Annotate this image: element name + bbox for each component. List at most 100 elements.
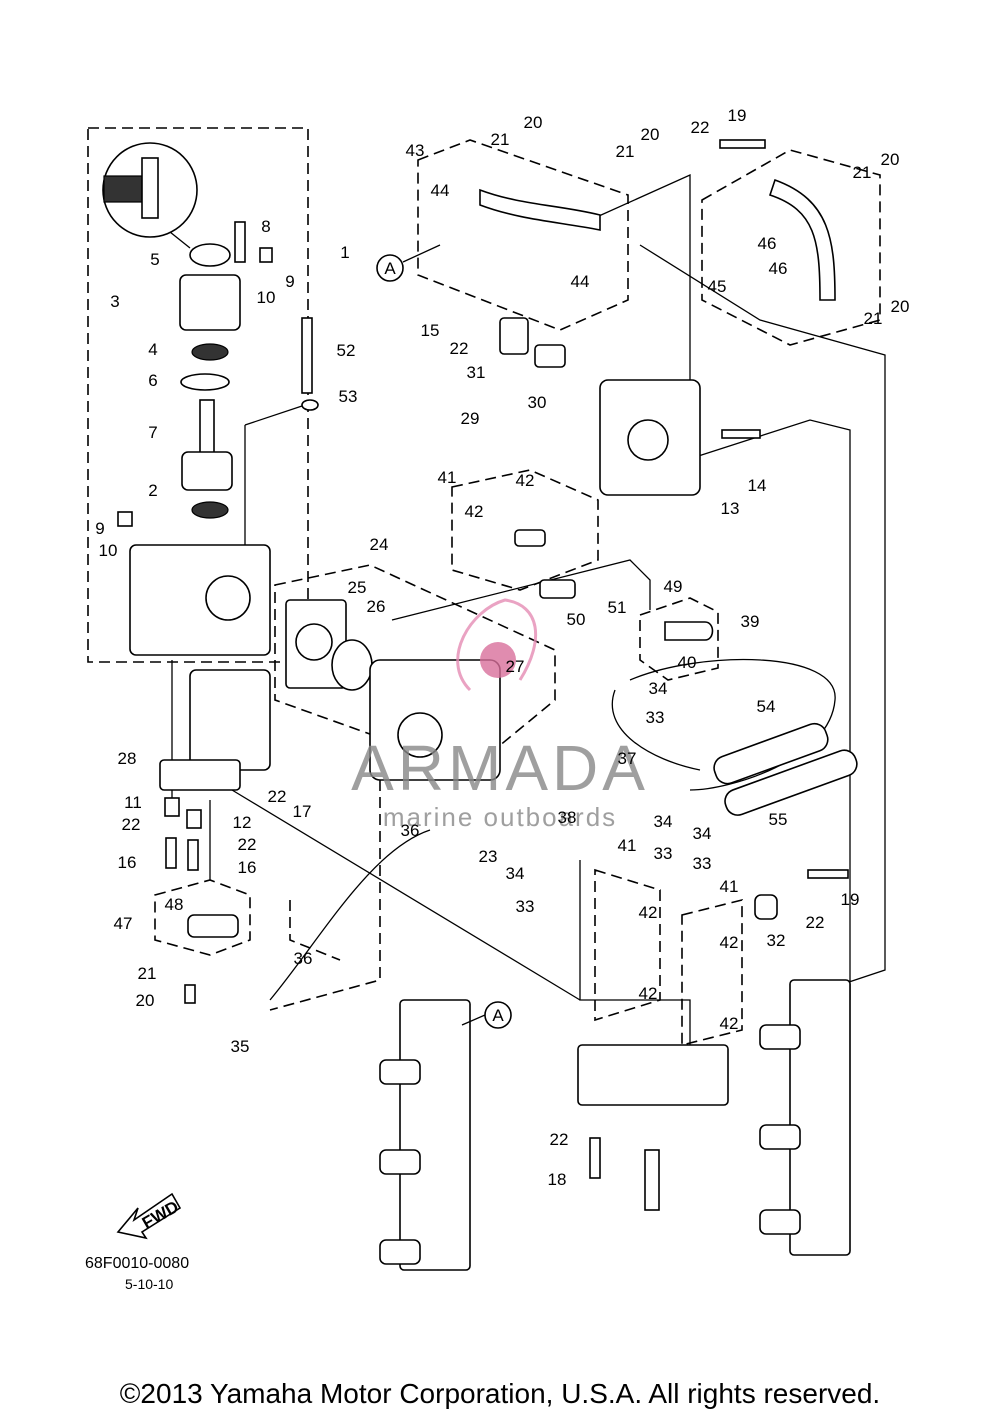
bolt-part-20-lower [184,984,196,1004]
callout-16: 16 [118,853,137,872]
detail-magnifier [102,142,198,249]
bolt-part-52 [301,317,313,394]
armada-watermark: ARMADA marine outboards [351,598,645,832]
magnifier-stud [141,157,159,219]
bracket-base-part-28 [159,759,241,791]
fuel-pump-part-27-port [397,712,443,758]
bolt-part-19-upper [719,139,766,149]
reference-marker-top-label: A [384,259,396,278]
callout-46-2: 46 [769,259,788,278]
valve-part-29 [534,344,566,368]
washer-part-53 [301,399,319,411]
callout-6: 6 [148,371,157,390]
callout-30: 30 [528,393,547,412]
callout-31: 31 [467,363,486,382]
callout-34-3: 34 [693,824,712,843]
callout-44: 44 [431,181,450,200]
reference-marker-bottom-leader [461,1014,486,1026]
shaft-part-7 [199,399,215,461]
callout-32: 32 [767,931,786,950]
injector-right-2 [759,1124,801,1150]
injector-left-3 [379,1239,421,1265]
pipe-part-45 [768,178,836,301]
callout-22-4: 22 [122,815,141,834]
callout-10: 10 [257,288,276,307]
callout-18: 18 [548,1170,567,1189]
vapor-separator-port [627,419,669,461]
bolt-part-8 [234,221,246,263]
callout-35: 35 [231,1037,250,1056]
oil-seal-part-5 [189,243,231,267]
callout-5: 5 [150,250,159,269]
callout-42: 42 [465,502,484,521]
o-ring-part-6 [180,373,230,391]
callout-22-6: 22 [806,913,825,932]
callout-53: 53 [339,387,358,406]
callout-39: 39 [741,612,760,631]
fuel-rail-right [789,979,851,1256]
callout-29: 29 [461,409,480,428]
tx-symbol-icon [103,175,143,203]
callout-19-2: 19 [841,890,860,909]
callout-46: 46 [758,234,777,253]
callout-22-3: 22 [268,787,287,806]
bolt-part-18 [589,1137,601,1179]
callout-27: 27 [506,657,525,676]
callout-24: 24 [370,535,389,554]
watermark-logo-swirl [456,598,537,692]
callout-38: 38 [558,808,577,827]
callout-13: 13 [721,499,740,518]
callout-4: 4 [148,340,157,359]
watermark-logo-dot [480,642,516,678]
callout-21-5: 21 [138,964,157,983]
shaft-head-part-7 [181,451,233,491]
collar-part-11 [164,797,180,817]
reference-marker-top-leader [402,244,441,263]
callout-52: 52 [337,341,356,360]
callout-3: 3 [110,292,119,311]
callout-12: 12 [233,813,252,832]
callout-21-2: 21 [616,142,635,161]
injector-left-2 [379,1149,421,1175]
callout-42-3: 42 [639,903,658,922]
connector-line-b [654,419,851,1000]
bolt-part-16-left [165,837,177,869]
callout-23: 23 [479,847,498,866]
callout-21-4: 21 [864,309,883,328]
reference-marker-top [376,254,404,282]
callout-22-2: 22 [450,339,469,358]
callout-36-2: 36 [294,949,313,968]
callout-37: 37 [618,749,637,768]
connector-line-h [244,404,306,426]
hose-33-line [611,689,701,771]
pipe-part-43 [479,188,601,231]
callout-14: 14 [748,476,767,495]
callout-21: 21 [491,130,510,149]
connector-line-a [639,244,886,986]
callout-50: 50 [567,610,586,629]
callout-22: 22 [691,118,710,137]
callout-33-4: 33 [516,897,535,916]
o-ring-part-26 [331,639,373,691]
bearing-part-2 [191,501,229,519]
rail-bracket [577,1044,729,1106]
bolt-part-19-lower [807,869,849,879]
callout-43: 43 [406,141,425,160]
callout-28: 28 [118,749,137,768]
injector-left-1 [379,1059,421,1085]
group-41-upper-outline [451,469,599,591]
callout-48: 48 [165,895,184,914]
drawing-code: 68F0010-0080 [85,1255,190,1272]
callout-19: 19 [728,106,747,125]
callout-42-4: 42 [639,984,658,1003]
callout-9-2: 9 [95,519,104,538]
callout-17: 17 [293,802,312,821]
fitting-part-50 [539,579,576,599]
fitting-part-47 [187,914,239,938]
group-39-outline [639,597,719,681]
callout-20-2: 20 [641,125,660,144]
callout-20-5: 20 [136,991,155,1010]
pump-parts [117,139,858,1271]
